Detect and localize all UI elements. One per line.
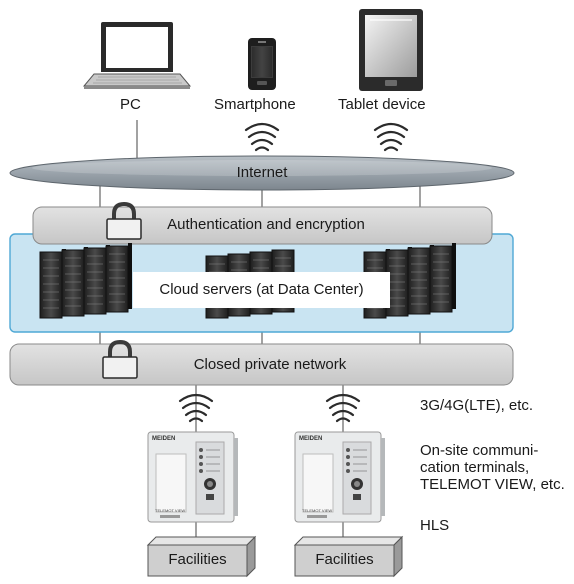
tablet-icon [359,9,423,91]
lock-icon [102,340,138,379]
cloud-label: Cloud servers (at Data Center) [159,281,364,298]
auth-label: Authentication and encryption [167,216,365,233]
facilities-box [293,535,404,578]
private-label: Closed private network [193,356,347,373]
laptop-icon [82,22,192,89]
wifi-icon [244,122,280,152]
smartphone-label: Smartphone [214,96,296,113]
cloud-label-box [133,272,390,308]
note-terminals-line3: TELEMOT VIEW, etc. [420,476,565,493]
wifi-icon [178,393,214,423]
facilities-box [146,535,257,578]
terminal-model-text: TELEMOT VIEW [155,508,186,513]
terminal-model-text: TELEMOT VIEW [302,508,333,513]
note-hls: HLS [420,517,450,534]
internet-label: Internet [236,164,288,181]
wifi-icon [373,122,409,152]
auth-band [32,206,493,245]
smartphone-icon [248,38,276,90]
terminal-brand-text: MEIDEN [299,436,323,442]
server-rack-icon [39,243,132,319]
note-network-type: 3G/4G(LTE), etc. [420,397,534,414]
internet-cloud [9,155,515,191]
terminal-brand-text: MEIDEN [152,436,176,442]
terminal-device-icon [147,431,238,523]
pc-label: PC [120,96,141,113]
wifi-icon [325,393,361,423]
facilities-label: Facilities [168,551,227,568]
tablet-label: Tablet device [338,96,426,113]
note-terminals-line1: On-site communi- [420,442,539,459]
facilities-label: Facilities [315,551,374,568]
lock-icon [106,202,142,240]
terminal-device-icon [294,431,385,523]
note-terminals-line2: cation terminals, [420,459,530,476]
